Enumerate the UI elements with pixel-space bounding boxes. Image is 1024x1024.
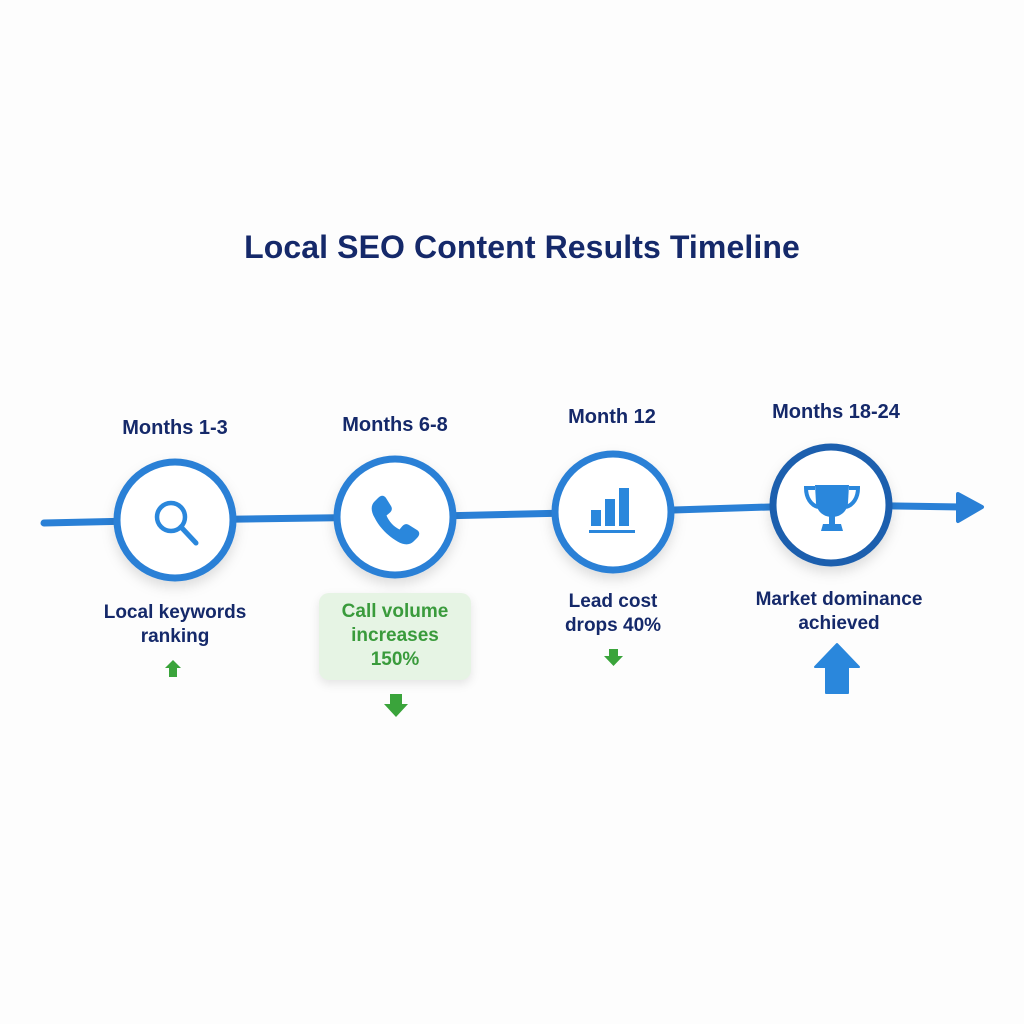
stage-3-description-line-2: drops 40%: [564, 615, 662, 636]
stage-2-description-line-2: increases: [351, 625, 439, 646]
phone-icon: [371, 495, 420, 545]
stage-1-node: [113, 458, 237, 582]
stage-2-node: [333, 455, 457, 579]
stage-1-description-line-2: ranking: [140, 626, 210, 647]
trophy-icon: [803, 485, 861, 531]
trend-up-arrow-icon-stage-4: [814, 643, 860, 694]
trend-up-arrow-icon-stage-1: [165, 660, 181, 677]
stage-4-label: Months 18-24: [772, 401, 900, 423]
diagram-title: Local SEO Content Results Timeline: [244, 229, 800, 265]
stage-4-description-line-1: Market dominance: [755, 589, 923, 610]
stage-2-description-line-1: Call volume: [341, 601, 449, 622]
stage-4-node: [769, 443, 893, 567]
trend-down-arrow-icon-stage-2: [384, 694, 408, 717]
stage-2-highlight-box: Call volume increases 150%: [319, 593, 471, 680]
timeline-arrowhead-icon: [956, 492, 984, 523]
stage-1-label: Months 1-3: [122, 417, 228, 439]
stage-4-description: Market dominance achieved: [729, 588, 949, 636]
stage-2-label: Months 6-8: [342, 414, 448, 436]
stage-3-label: Month 12: [568, 406, 656, 428]
stage-3-description-line-1: Lead cost: [568, 591, 658, 612]
stage-2-description-line-3: 150%: [370, 649, 420, 670]
stage-4-description-line-2: achieved: [798, 613, 880, 634]
stage-3-node: [551, 450, 675, 574]
stage-1-description-line-1: Local keywords: [103, 602, 247, 623]
bar-chart-icon: [589, 488, 635, 533]
stage-1-description: Local keywords ranking: [65, 601, 285, 649]
trend-down-arrow-icon-stage-3: [604, 649, 623, 666]
search-icon: [154, 500, 199, 546]
stage-3-description: Lead cost drops 40%: [503, 590, 723, 638]
